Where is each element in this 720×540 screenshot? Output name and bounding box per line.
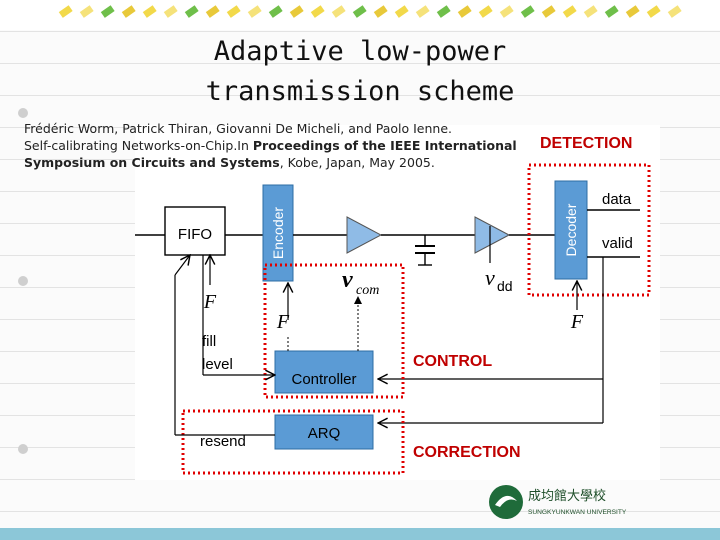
vdd-sub: dd xyxy=(497,278,513,294)
bullet-dot xyxy=(18,108,28,118)
bullet-dot xyxy=(18,444,28,454)
logo-english: SUNGKYUNKWAN UNIVERSITY xyxy=(528,509,627,516)
correction-region xyxy=(181,409,405,475)
pencil-decoration xyxy=(163,5,178,18)
f-fifo-label: F xyxy=(203,291,217,313)
vdd-v: v xyxy=(485,265,495,290)
pencil-decoration xyxy=(100,5,115,18)
fill-label: fill xyxy=(202,333,216,350)
valid-label: valid xyxy=(602,235,633,252)
f-encoder-label: F xyxy=(276,311,290,333)
pencil-decoration xyxy=(142,5,157,18)
pencil-decoration xyxy=(247,5,262,18)
pencil-decoration xyxy=(625,5,640,18)
slide-title: Adaptive low-power transmission scheme xyxy=(160,32,560,112)
pencil-decoration xyxy=(541,5,556,18)
decorative-pencil-strip xyxy=(0,0,720,30)
control-label: CONTROL xyxy=(413,353,492,370)
decoder-block xyxy=(554,180,588,280)
pencil-decoration xyxy=(184,5,199,18)
detection-label: DETECTION xyxy=(540,135,632,152)
citation-line-3: Symposium on Circuits and Systems, Kobe,… xyxy=(24,154,544,171)
pencil-decoration xyxy=(268,5,283,18)
buffer-1 xyxy=(346,216,383,254)
resend-label: resend xyxy=(200,433,246,450)
pencil-decoration xyxy=(58,5,73,18)
pencil-decoration xyxy=(205,5,220,18)
pencil-decoration xyxy=(436,5,451,18)
pencil-decoration xyxy=(352,5,367,18)
block-diagram: FIFO F Encoder F v dd xyxy=(135,125,660,480)
citation-line-2: Self-calibrating Networks-on-Chip.In Pro… xyxy=(24,137,544,154)
fifo-label: FIFO xyxy=(178,226,212,243)
logo-leaf xyxy=(495,495,517,507)
pencil-decoration xyxy=(289,5,304,18)
encoder-label: Encoder xyxy=(270,207,286,259)
pencil-decoration xyxy=(520,5,535,18)
citation-line-2-plain: Self-calibrating Networks-on-Chip.In xyxy=(24,138,253,153)
pencil-decoration xyxy=(415,5,430,18)
university-logo: 成均館大學校 SUNGKYUNKWAN UNIVERSITY xyxy=(486,481,636,523)
buffer-2 xyxy=(474,216,511,254)
pencil-strip-graphic xyxy=(58,5,682,18)
resend-to-fifo xyxy=(174,255,190,276)
citation: Frédéric Worm, Patrick Thiran, Giovanni … xyxy=(24,120,544,171)
decoder-label: Decoder xyxy=(563,203,579,256)
title-line-1: Adaptive low-power xyxy=(213,36,507,67)
controller-label: Controller xyxy=(291,371,356,388)
pencil-decoration xyxy=(310,5,325,18)
pencil-decoration xyxy=(478,5,493,18)
pencil-decoration xyxy=(583,5,598,18)
pencil-decoration xyxy=(121,5,136,18)
citation-line-3-plain: , Kobe, Japan, May 2005. xyxy=(279,155,435,170)
arq-label: ARQ xyxy=(308,425,341,442)
pencil-decoration xyxy=(394,5,409,18)
f-decoder-label: F xyxy=(570,311,584,333)
diagram-svg: FIFO F Encoder F v dd xyxy=(135,135,651,475)
citation-line-2-bold: Proceedings of the IEEE International xyxy=(252,138,517,153)
pencil-decoration xyxy=(499,5,514,18)
correction-label: CORRECTION xyxy=(413,444,521,461)
pencil-decoration xyxy=(226,5,241,18)
data-label: data xyxy=(602,191,632,208)
pencil-decoration xyxy=(604,5,619,18)
pencil-decoration xyxy=(373,5,388,18)
pencil-decoration xyxy=(562,5,577,18)
citation-line-3-bold: Symposium on Circuits and Systems xyxy=(24,155,280,170)
pencil-decoration xyxy=(331,5,346,18)
title-line-2: transmission scheme xyxy=(205,76,515,107)
logo-chinese: 成均館大學校 xyxy=(528,488,606,503)
level-label: level xyxy=(202,356,233,373)
controller-block xyxy=(274,350,374,394)
encoder-block xyxy=(262,184,294,282)
citation-line-1: Frédéric Worm, Patrick Thiran, Giovanni … xyxy=(24,121,453,136)
pencil-decoration xyxy=(457,5,472,18)
vcom-v: v xyxy=(342,267,353,293)
bullet-dot xyxy=(18,276,28,286)
bottom-bar xyxy=(0,528,720,540)
arq-block xyxy=(274,414,374,450)
fifo-block xyxy=(164,206,226,256)
pencil-decoration xyxy=(667,5,682,18)
vcom-sub: com xyxy=(356,283,379,298)
pencil-decoration xyxy=(646,5,661,18)
detection-region xyxy=(527,163,651,297)
logo-emblem xyxy=(489,485,523,519)
logo-graphic: 成均館大學校 SUNGKYUNKWAN UNIVERSITY xyxy=(489,485,627,519)
pencil-decoration xyxy=(79,5,94,18)
